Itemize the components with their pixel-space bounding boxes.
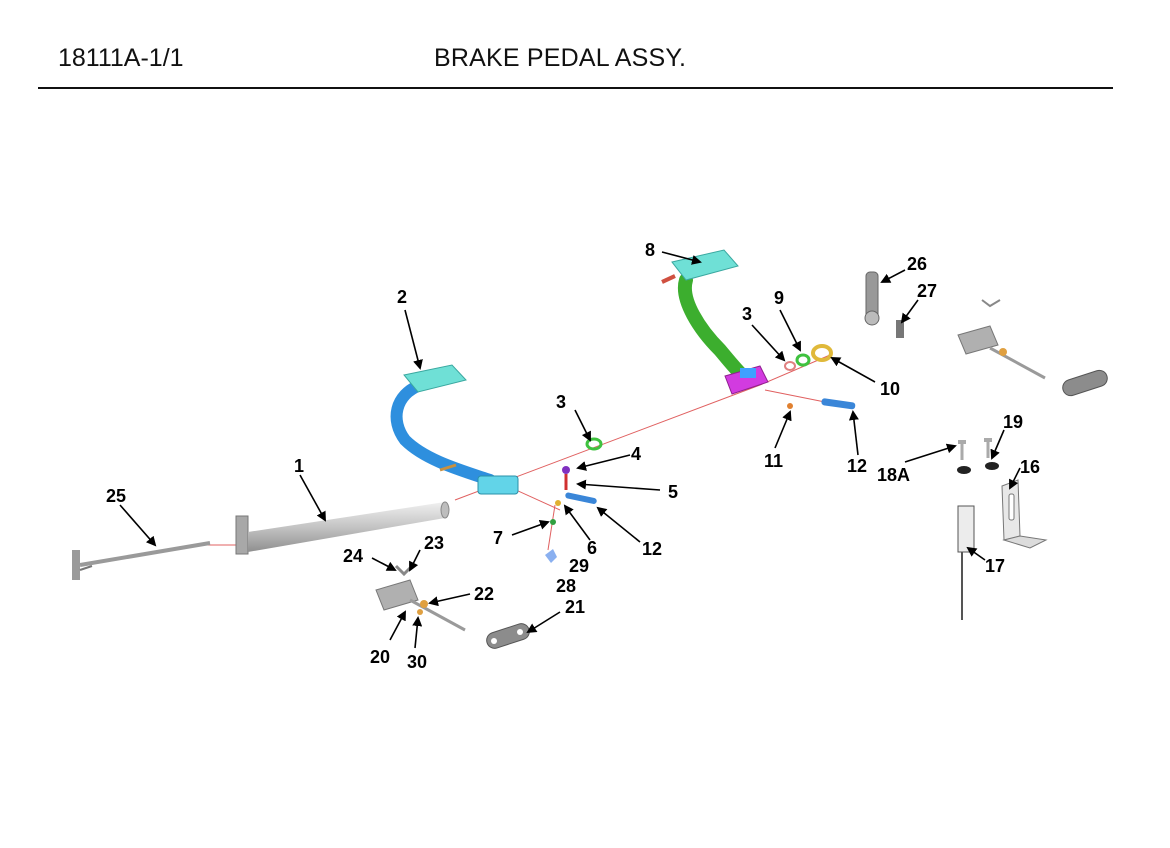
document-code: 18111A-1/1 [58,44,184,72]
callout-10: 10 [880,379,900,399]
callout-26: 26 [907,254,927,274]
part-16-bracket [1001,479,1048,549]
callout-3-right: 3 [742,304,752,324]
part-20-clevis-cluster [375,564,466,632]
callout-19: 19 [1003,412,1023,432]
callout-30: 30 [407,652,427,672]
part-1-pivot-shaft [235,501,450,555]
callout-11: 11 [764,451,783,471]
small-hardware [545,344,856,563]
callout-6: 6 [587,538,597,558]
page-header: 18111A-1/1 BRAKE PEDAL ASSY. [0,0,1170,100]
callout-12-right: 12 [847,456,867,476]
header-divider [38,87,1113,89]
part-25-rod [72,541,211,580]
callout-12-left: 12 [642,539,662,559]
callout-20: 20 [370,647,390,667]
callout-17: 17 [985,556,1005,576]
callout-2: 2 [397,287,407,307]
callout-29: 29 [569,556,589,576]
callout-28: 28 [556,576,576,596]
callout-24: 24 [343,546,363,566]
callout-7: 7 [493,528,503,548]
callout-27: 27 [917,281,937,301]
callout-9: 9 [774,288,784,308]
callout-18A: 18A [877,465,910,485]
part-17-plate [957,505,975,620]
callout-22: 22 [474,584,494,604]
upper-right-clevis-cluster [957,299,1108,397]
callout-5: 5 [668,482,678,502]
part-21-link-plate [486,623,530,649]
callout-1: 1 [294,456,304,476]
part-26-lever [864,271,904,338]
callout-23: 23 [424,533,444,553]
part-18A-19-bolts [957,438,999,474]
part-8-right-pedal [661,249,769,395]
callout-16: 16 [1020,457,1040,477]
callout-4: 4 [631,444,641,464]
callout-8: 8 [645,240,655,260]
page-title: BRAKE PEDAL ASSY. [434,44,687,72]
part-2-left-pedal [390,364,519,495]
callout-3-left: 3 [556,392,566,412]
callout-25: 25 [106,486,126,506]
callout-labels: 1 2 3 3 4 5 6 7 8 9 10 11 12 12 16 17 18… [106,240,1040,672]
callout-21: 21 [565,597,585,617]
callout-leader-lines [119,251,1021,649]
